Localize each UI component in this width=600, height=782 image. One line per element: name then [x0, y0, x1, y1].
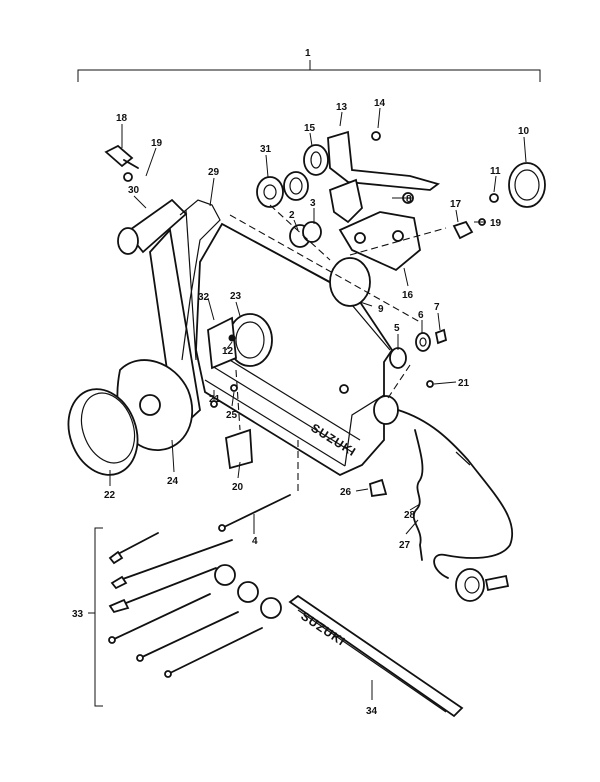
callout-5: 5: [394, 323, 400, 334]
callout-1: 1: [305, 48, 311, 59]
callout-20: 20: [232, 482, 244, 493]
callout-21b: 21: [458, 378, 470, 389]
callout-21a: 21: [209, 394, 221, 405]
handle-cover-22: [67, 388, 139, 476]
callout-labels: 1 2 3 4 5 6 7 8 9 10 11 12 13 14 15 16 1…: [72, 48, 530, 717]
knob-screw-18: [104, 144, 139, 182]
callout-33: 33: [72, 609, 84, 620]
callout-11: 11: [490, 166, 501, 177]
callout-10: 10: [518, 126, 530, 137]
callout-9: 9: [378, 304, 384, 315]
callout-14: 14: [374, 98, 386, 109]
callout-19b: 19: [490, 218, 502, 229]
kit-bracket-33: [88, 527, 103, 707]
callout-34: 34: [366, 706, 378, 717]
callout-25: 25: [226, 410, 238, 421]
callout-24: 24: [167, 476, 179, 487]
callout-4: 4: [252, 536, 258, 547]
washer-stack-5-6-7: [389, 328, 448, 369]
throttle-lever-assembly: [256, 130, 546, 307]
assembly-dashed-leaders: [229, 204, 447, 495]
cap-26: [368, 478, 388, 498]
mounting-kit-33: [108, 532, 282, 678]
callout-22: 22: [104, 490, 116, 501]
callout-2: 2: [289, 210, 295, 221]
callout-27: 27: [399, 540, 411, 551]
long-bolt-4: [218, 494, 291, 534]
assembly-bracket-1: [77, 60, 541, 82]
callout-8: 8: [406, 194, 412, 205]
callout-6: 6: [418, 310, 424, 321]
callout-32: 32: [198, 292, 210, 303]
stop-switch-and-lanyard: [373, 395, 514, 602]
callout-13: 13: [336, 102, 348, 113]
callout-28: 28: [404, 510, 416, 521]
callout-7: 7: [434, 302, 440, 313]
nameplate-34: SUZUKI: [288, 594, 464, 718]
callout-29: 29: [208, 167, 220, 178]
callout-3: 3: [310, 198, 316, 209]
callout-12: 12: [222, 346, 234, 357]
callout-26: 26: [340, 487, 352, 498]
callout-15: 15: [304, 123, 316, 134]
callout-23: 23: [230, 291, 242, 302]
callout-17: 17: [450, 199, 462, 210]
callout-18: 18: [116, 113, 128, 124]
callout-31: 31: [260, 144, 272, 155]
screws-and-bracket: [210, 380, 434, 470]
callout-30: 30: [128, 185, 140, 196]
callout-16: 16: [402, 290, 414, 301]
callout-leaders: [109, 107, 527, 700]
callout-19a: 19: [151, 138, 163, 149]
remote-control-housing: SUZUKI: [195, 222, 394, 477]
gear-assembly-23: [207, 313, 273, 370]
